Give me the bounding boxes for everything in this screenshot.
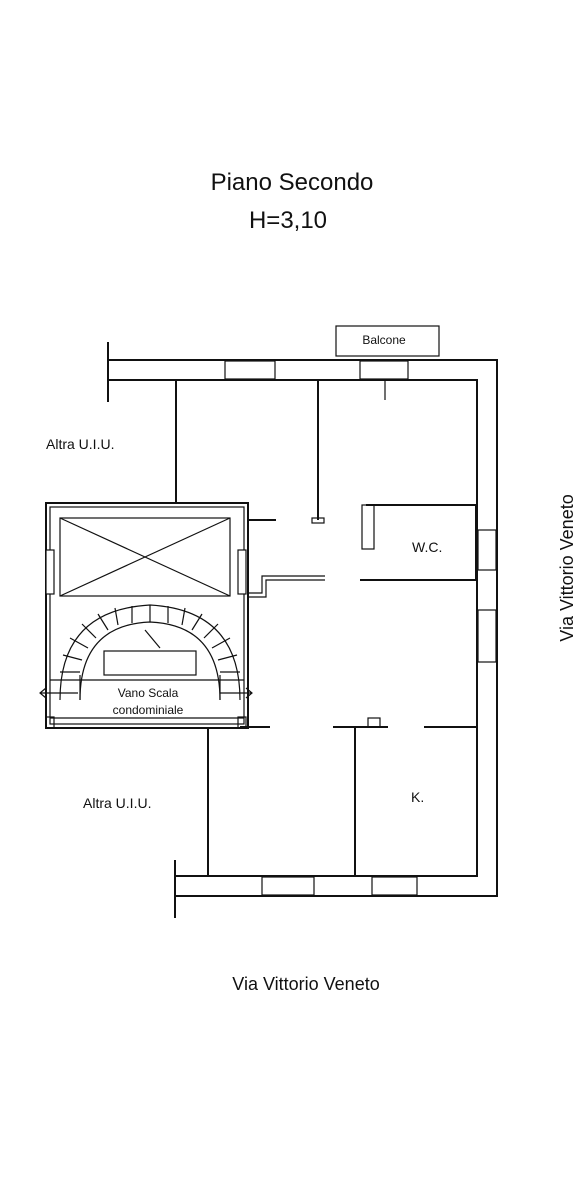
balcony-box — [335, 325, 440, 357]
interior-walls — [175, 380, 477, 876]
kitchen-label: K. — [411, 789, 424, 805]
altra-uiu-top-label: Altra U.I.U. — [46, 436, 114, 452]
outer-walls — [107, 342, 498, 918]
street-east-label: Via Vittorio Veneto — [557, 494, 577, 641]
street-south-label: Via Vittorio Veneto — [232, 974, 379, 994]
plan-title: Piano Secondo — [211, 169, 374, 196]
wc-label: W.C. — [412, 539, 442, 555]
stair-well — [39, 502, 253, 729]
height-label: H=3,10 — [249, 207, 327, 234]
altra-uiu-bottom-label: Altra U.I.U. — [83, 795, 151, 811]
balcone-label: Balcone — [362, 333, 406, 347]
vano-scala-label: Vano Scala — [118, 686, 179, 700]
condominiale-label: condominiale — [113, 703, 184, 717]
